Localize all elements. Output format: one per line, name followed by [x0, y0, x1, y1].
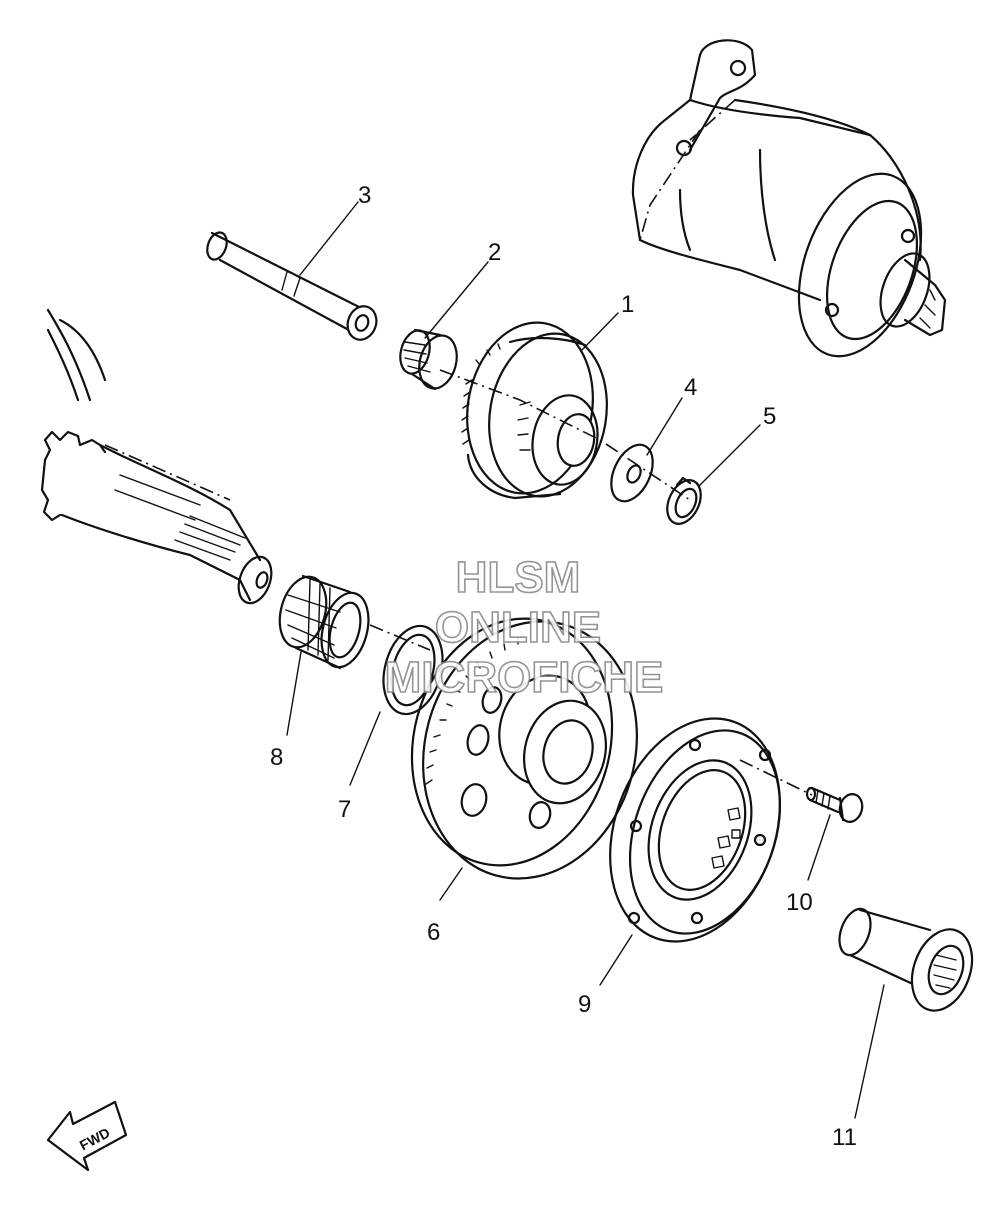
callout-3: 3 [358, 182, 371, 209]
forward-arrow-icon: FWD [46, 1100, 128, 1172]
watermark-line-3: MICROFICHE [385, 653, 664, 702]
center-line-motor [639, 99, 736, 241]
callout-1: 1 [621, 291, 634, 318]
callout-10: 10 [786, 889, 813, 916]
callout-2: 2 [488, 239, 501, 266]
callout-7: 7 [338, 796, 351, 823]
watermark-line-2: ONLINE [435, 603, 601, 652]
callout-labels: 1 2 3 4 5 6 7 8 9 10 11 [270, 182, 857, 1151]
callout-9: 9 [578, 991, 591, 1018]
thrust-washer [382, 624, 444, 716]
one-way-clutch [609, 717, 782, 943]
leader-lines [286, 201, 885, 1119]
watermark: HLSM ONLINE MICROFICHE [384, 552, 664, 703]
callout-4: 4 [684, 374, 697, 401]
watermark-line-1: HLSM [456, 553, 581, 602]
large-needle-bearing [278, 574, 370, 670]
center-line-idler [439, 369, 691, 501]
starter-clutch-gear [410, 617, 638, 880]
bolt [805, 786, 864, 823]
circlip [666, 476, 702, 525]
starter-motor [631, 39, 947, 358]
callout-5: 5 [763, 403, 776, 430]
callout-11: 11 [832, 1124, 857, 1151]
shaft [206, 231, 378, 341]
center-line-clutch [369, 624, 813, 796]
callout-6: 6 [427, 919, 440, 946]
idler-gear [461, 321, 608, 500]
center-line-crank [104, 444, 231, 501]
collar [838, 907, 974, 1012]
callout-8: 8 [270, 744, 283, 771]
crankshaft [40, 308, 273, 605]
small-needle-bearing [399, 328, 458, 391]
